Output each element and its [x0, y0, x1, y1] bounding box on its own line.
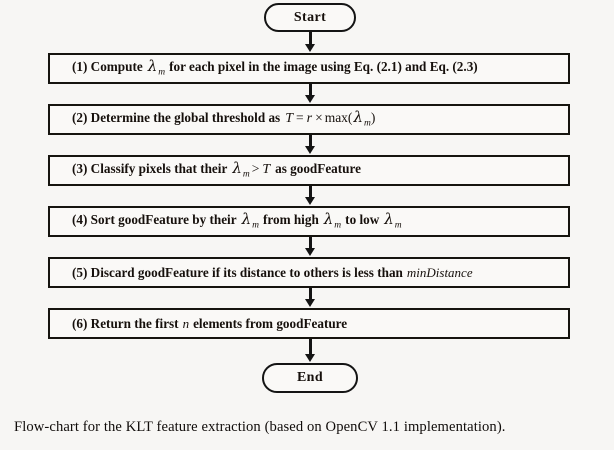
connector-start-to-step-1 — [305, 31, 316, 53]
figure-caption: Flow-chart for the KLT feature extractio… — [14, 419, 506, 435]
connector-step-2-to-step-3 — [305, 135, 316, 155]
ratio-symbol-r: r — [306, 110, 313, 126]
lambda-symbol: λ — [147, 56, 158, 75]
step-4-mid: from high — [262, 211, 319, 227]
end-node-label: End — [296, 370, 324, 385]
arrow-shaft — [309, 84, 312, 96]
equals-sign: = — [295, 109, 304, 125]
arrow-shaft — [309, 31, 312, 45]
arrow-head-icon — [305, 44, 315, 52]
step-1-prefix: (1) Compute — [72, 58, 143, 74]
step-6-suffix: elements from goodFeature — [193, 315, 348, 331]
lambda-subscript: m — [242, 169, 250, 180]
lambda-symbol: λ — [353, 107, 363, 126]
step-4-prefix: (4) Sort goodFeature by their — [72, 211, 237, 227]
lambda-subscript: m — [252, 220, 259, 231]
arrow-shaft — [309, 186, 312, 198]
lambda-subscript: m — [334, 220, 342, 231]
connector-step-1-to-step-2 — [305, 84, 316, 104]
arrow-head-icon — [305, 95, 315, 103]
threshold-symbol-T: T — [285, 110, 293, 126]
arrow-shaft — [309, 288, 312, 300]
count-symbol-n: n — [182, 315, 190, 331]
greater-than-sign: > — [251, 160, 260, 176]
step-3-suffix: as goodFeature — [275, 160, 361, 176]
start-node-label: Start — [293, 9, 327, 25]
step-2-prefix: (2) Determine the global threshold as — [72, 109, 281, 125]
connector-step-6-to-end — [305, 339, 316, 363]
arrow-head-icon — [305, 354, 315, 362]
arrow-head-icon — [305, 146, 315, 154]
step-5-prefix: (5) Discard goodFeature if its distance … — [72, 264, 403, 280]
connector-step-4-to-step-5 — [305, 237, 316, 257]
lambda-subscript: m — [158, 67, 166, 78]
flow-node-start: Start — [264, 3, 356, 32]
connector-step-3-to-step-4 — [305, 186, 316, 206]
arrow-head-icon — [305, 248, 315, 256]
flow-node-step-5: (5) Discard goodFeature if its distance … — [48, 257, 570, 288]
lambda-symbol: λ — [323, 209, 334, 228]
lambda-subscript: m — [363, 118, 371, 129]
threshold-symbol-T: T — [262, 161, 271, 177]
arrow-shaft — [309, 339, 312, 355]
lambda-symbol: λ — [384, 209, 394, 228]
max-function: max( — [324, 109, 353, 125]
times-sign: × — [315, 109, 323, 125]
flow-node-end: End — [262, 363, 358, 393]
connector-step-5-to-step-6 — [305, 288, 316, 308]
arrow-head-icon — [305, 197, 315, 205]
step-5-text: (5) Discard goodFeature if its distance … — [72, 266, 473, 279]
arrow-head-icon — [305, 299, 315, 307]
closing-paren: ) — [370, 109, 376, 125]
step-4-suffix: to low — [345, 211, 380, 227]
step-1-suffix: for each pixel in the image using Eq. (2… — [169, 58, 478, 74]
min-distance-param: minDistance — [406, 264, 473, 280]
lambda-symbol: λ — [241, 209, 252, 228]
arrow-shaft — [309, 135, 312, 147]
arrow-shaft — [309, 237, 312, 249]
step-3-prefix: (3) Classify pixels that their — [72, 160, 228, 176]
step-6-prefix: (6) Return the first — [72, 315, 179, 331]
lambda-symbol: λ — [232, 158, 242, 177]
lambda-subscript: m — [394, 220, 402, 231]
